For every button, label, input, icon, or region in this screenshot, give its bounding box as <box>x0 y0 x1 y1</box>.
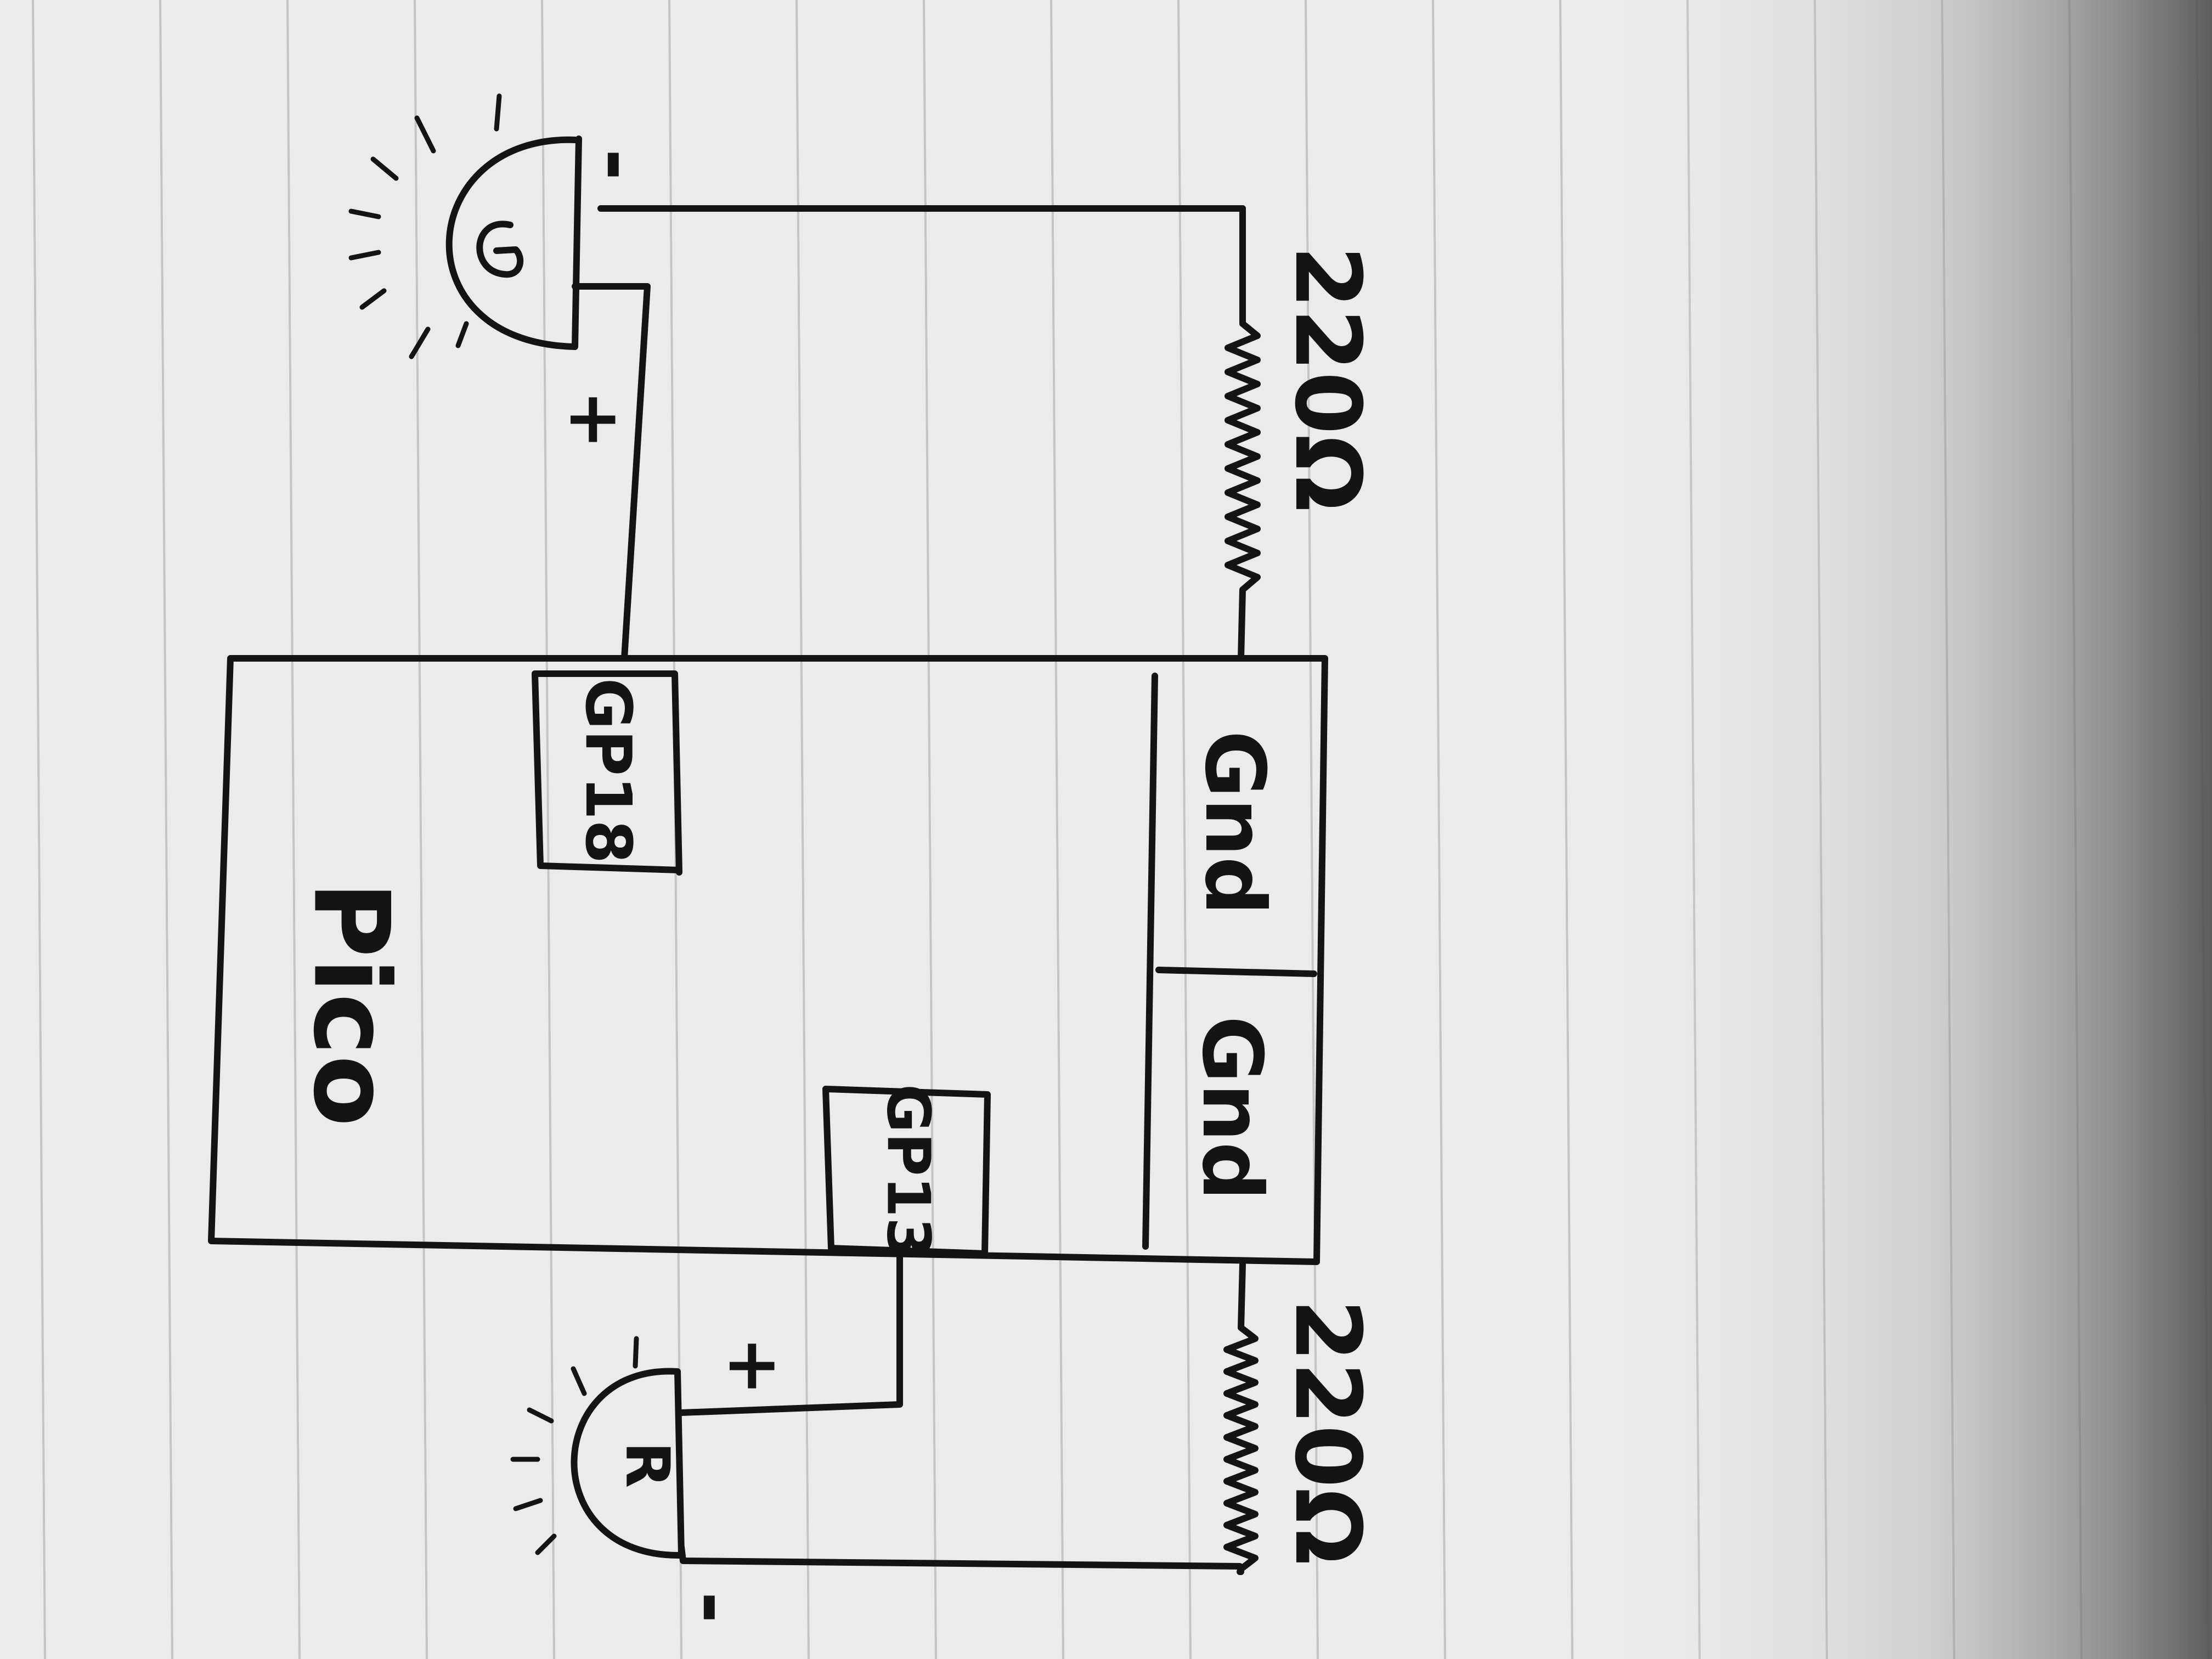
rule-line <box>414 0 428 1659</box>
wire-red-minus <box>678 1544 1244 1575</box>
rule-line <box>1559 0 1573 1659</box>
rule-line <box>1432 0 1446 1659</box>
pin-gp18: GP18 <box>532 670 682 876</box>
led-red-minus: - <box>669 1592 758 1623</box>
resistor-top-label: 220Ω <box>1275 246 1380 512</box>
gnd-bottom-label: Gnd <box>1184 1015 1279 1200</box>
resistor-bottom: 220Ω <box>1223 1261 1380 1575</box>
led-green-minus: - <box>573 149 662 180</box>
pin-gp13-label: GP13 <box>874 1084 943 1259</box>
rule-line <box>1305 0 1319 1659</box>
wire-gp13-red-plus <box>678 1250 903 1416</box>
rule-line <box>286 0 301 1659</box>
paper-shadow <box>1591 0 2212 1659</box>
resistor-top: 220Ω <box>1224 205 1380 662</box>
rule-line <box>32 0 46 1659</box>
rule-line <box>541 0 555 1659</box>
rule-line <box>1177 0 1192 1659</box>
led-green: G - + <box>348 93 662 450</box>
rule-line <box>1050 0 1064 1659</box>
resistor-bottom-label: 220Ω <box>1275 1299 1380 1565</box>
wire-green-plus <box>572 283 651 662</box>
led-red: R + - <box>510 1336 796 1623</box>
led-red-letter: R <box>612 1442 682 1488</box>
led-red-plus: + <box>713 1336 796 1396</box>
rule-line <box>159 0 173 1659</box>
pin-gp18-label: GP18 <box>571 678 645 864</box>
board-label: Pico <box>291 881 412 1127</box>
gnd-pins: Gnd Gnd <box>1142 673 1317 1250</box>
pico-board: Pico <box>208 655 1328 1265</box>
led-green-plus: + <box>554 390 637 450</box>
rule-line <box>923 0 937 1659</box>
rule-line <box>795 0 810 1659</box>
wires <box>572 205 1246 1575</box>
gnd-top-label: Gnd <box>1187 730 1282 915</box>
pin-gp13: GP13 <box>822 1084 991 1259</box>
